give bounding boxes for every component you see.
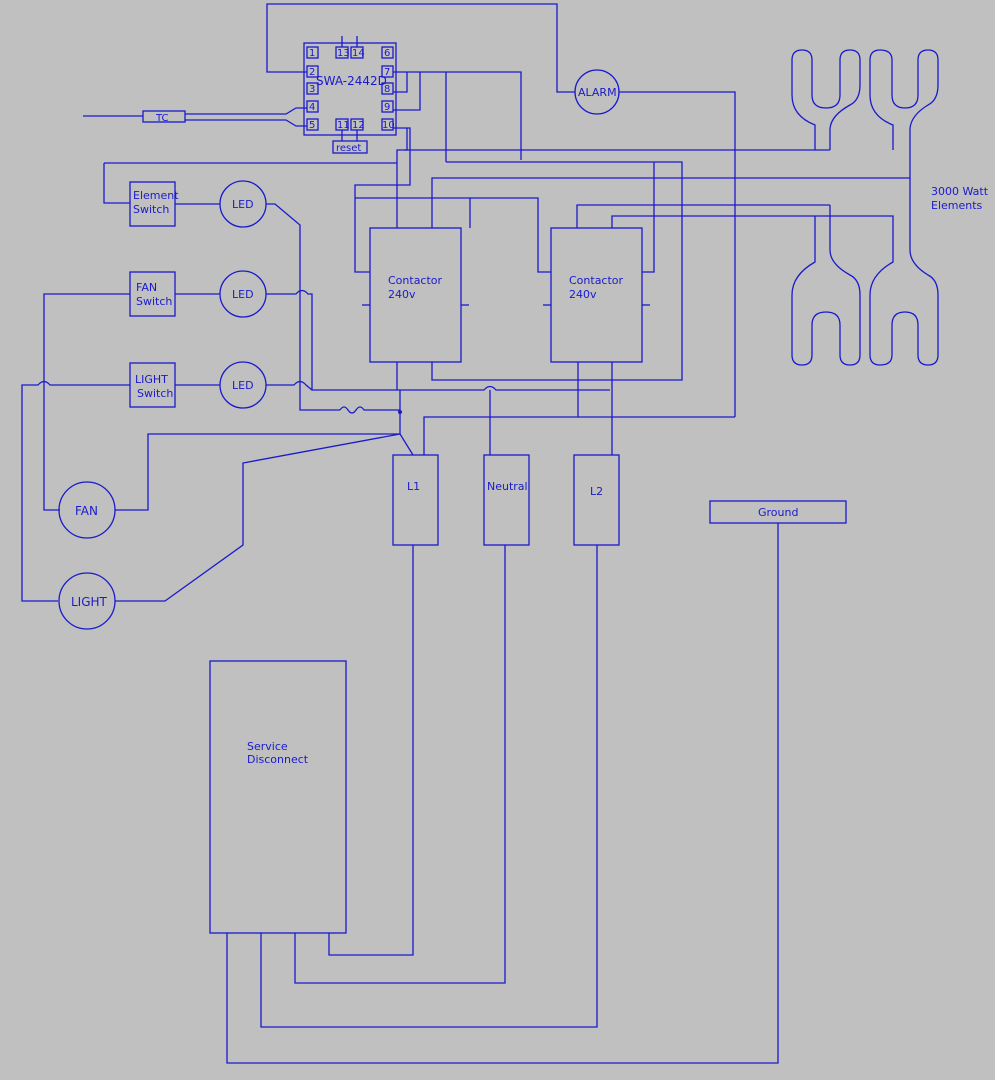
service-line1: Service <box>247 740 288 753</box>
contactor-right: Contactor 240v <box>543 227 650 363</box>
thermocouple: TC <box>83 107 307 127</box>
controller-reset-label: reset <box>336 143 361 154</box>
controller-pin-4: 4 <box>309 102 315 113</box>
controller-pin-3: 3 <box>309 84 315 95</box>
thermocouple-label: TC <box>155 113 169 124</box>
controller-pin-11: 11 <box>337 120 350 131</box>
fan-switch-line1: FAN <box>136 281 157 294</box>
controller-wiring <box>354 71 683 381</box>
controller-pin-8: 8 <box>384 84 390 95</box>
contactor-left-line1: Contactor <box>388 274 443 287</box>
contactor-left: Contactor 240v <box>362 227 469 363</box>
terminal-neutral: Neutral <box>483 454 530 546</box>
light-switch-line1: LIGHT <box>135 373 168 386</box>
terminal-ground-label: Ground <box>758 506 798 519</box>
light-fixture: LIGHT <box>58 433 401 630</box>
controller-pin-10: 10 <box>382 120 395 131</box>
heating-elements-bottom <box>791 178 939 366</box>
controller-pin-13: 13 <box>337 48 350 59</box>
alarm: ALARM <box>266 3 736 417</box>
controller-pin-5: 5 <box>309 120 315 131</box>
controller-model-label: SWA-2442D <box>316 74 387 88</box>
fan-label: FAN <box>75 504 98 518</box>
alarm-label: ALARM <box>578 86 617 99</box>
controller-pin-6: 6 <box>384 48 390 59</box>
light-switch-line2: Switch <box>137 387 173 400</box>
element-switch-line1: Element <box>133 189 179 202</box>
element-switch: Element Switch LED <box>129 180 340 411</box>
fan-switch-line2: Switch <box>136 295 172 308</box>
controller-pin-7: 7 <box>384 67 390 78</box>
contactor-left-line2: 240v <box>388 288 416 301</box>
element-bus <box>103 149 910 273</box>
terminal-l2: L2 <box>573 454 620 546</box>
terminal-l1-label: L1 <box>407 480 420 493</box>
controller-pin-12: 12 <box>352 120 365 131</box>
heating-elements-top <box>791 49 939 178</box>
terminal-l1: L1 <box>392 454 439 546</box>
elements-label-line2: Elements <box>931 199 983 212</box>
controller-pin-1: 1 <box>309 48 315 59</box>
contactor-right-line2: 240v <box>569 288 597 301</box>
fan-motor: FAN <box>58 433 400 539</box>
light-led-label: LED <box>232 379 254 392</box>
fan-led-label: LED <box>232 288 254 301</box>
elements-label-line1: 3000 Watt <box>931 185 989 198</box>
service-line2: Disconnect <box>247 753 309 766</box>
element-switch-line2: Switch <box>133 203 169 216</box>
terminal-l2-label: L2 <box>590 485 603 498</box>
terminal-neutral-label: Neutral <box>487 480 528 493</box>
fan-switch: FAN Switch LED <box>43 270 400 511</box>
light-label: LIGHT <box>71 595 108 609</box>
fuse <box>339 362 414 456</box>
light-switch: LIGHT Switch LED <box>21 361 313 602</box>
element-led-label: LED <box>232 198 254 211</box>
controller-pin-2: 2 <box>309 67 315 78</box>
controller-pin-9: 9 <box>384 102 390 113</box>
temperature-controller: SWA-2442D 1 2 3 4 5 6 7 8 9 10 13 14 11 … <box>303 36 397 154</box>
service-disconnect: Service Disconnect <box>209 523 779 1064</box>
terminal-ground: Ground <box>709 500 847 524</box>
terminal-wiring <box>400 362 735 455</box>
contactor-right-line1: Contactor <box>569 274 624 287</box>
controller-pin-14: 14 <box>352 48 365 59</box>
